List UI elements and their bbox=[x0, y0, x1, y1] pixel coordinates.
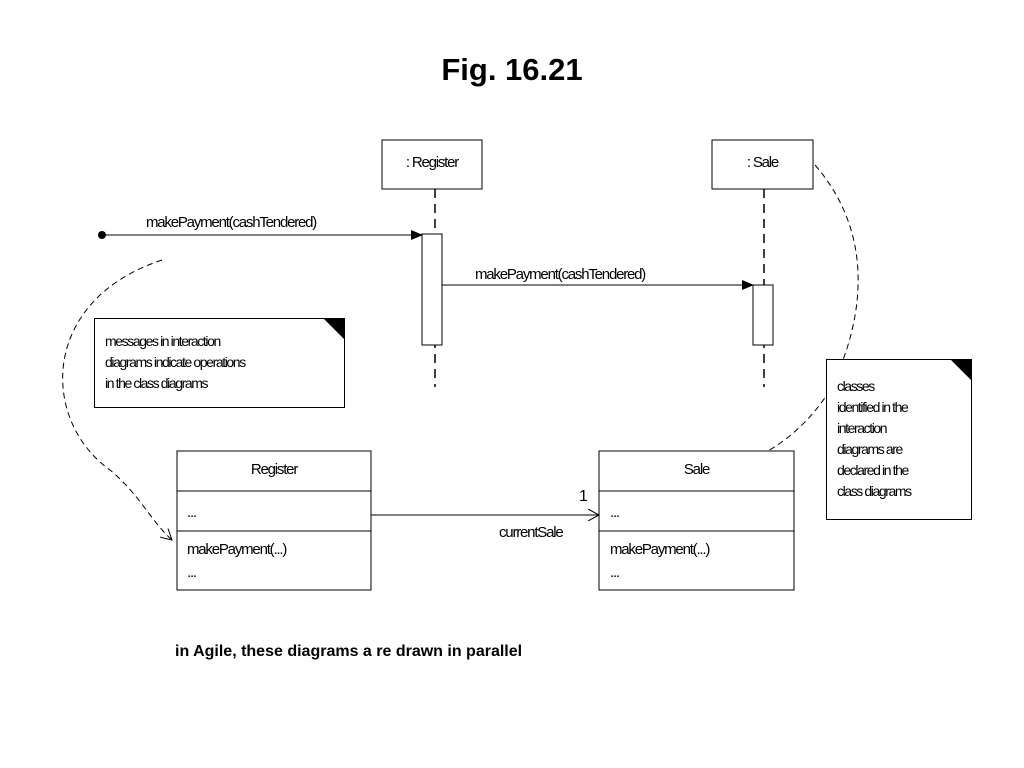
operations-note-line: diagrams indicate operations bbox=[105, 354, 246, 370]
classes-note-line: diagrams are bbox=[837, 441, 903, 457]
figure-title: Fig. 16.21 bbox=[441, 52, 583, 87]
register-lifeline-label: : Register bbox=[405, 154, 459, 171]
register-class-operation: makePayment(...) bbox=[187, 541, 287, 558]
message-label-2: makePayment(cashTendered) bbox=[475, 266, 646, 283]
operations-note-text: messages in interaction diagrams indicat… bbox=[105, 331, 246, 394]
sale-class-box bbox=[598, 450, 795, 591]
register-lifeline-head bbox=[381, 139, 483, 190]
association-role: currentSale bbox=[499, 524, 564, 541]
register-class-name: Register bbox=[250, 461, 298, 478]
classes-note-line: classes bbox=[837, 378, 875, 394]
message-label-1: makePayment(cashTendered) bbox=[146, 214, 317, 231]
sale-lifeline-head bbox=[711, 139, 814, 190]
classes-note-line: declared in the bbox=[837, 462, 909, 478]
register-class-attributes: ... bbox=[187, 504, 197, 521]
classes-note: classes identified in the interaction di… bbox=[826, 359, 972, 520]
register-class-box bbox=[176, 450, 372, 591]
caption: in Agile, these diagrams a re drawn in p… bbox=[175, 643, 523, 660]
note-fold-icon bbox=[323, 318, 345, 340]
sale-class-name: Sale bbox=[683, 461, 710, 478]
register-class-operation: ... bbox=[187, 564, 197, 581]
classes-note-line: interaction bbox=[837, 420, 888, 436]
classes-note-line: identified in the bbox=[837, 399, 909, 415]
operations-note-line: messages in interaction bbox=[105, 333, 221, 349]
sale-activation-bar bbox=[752, 284, 774, 346]
register-activation-bar bbox=[421, 233, 443, 346]
classes-note-line: class diagrams bbox=[837, 483, 912, 499]
sale-class-attributes: ... bbox=[610, 504, 620, 521]
classes-note-text: classes identified in the interaction di… bbox=[837, 376, 912, 502]
sale-class-operation: makePayment(...) bbox=[610, 541, 710, 558]
sale-lifeline-label: : Sale bbox=[746, 154, 779, 171]
operations-note: messages in interaction diagrams indicat… bbox=[94, 318, 345, 408]
note-fold-icon bbox=[950, 359, 972, 381]
operations-note-line: in the class diagrams bbox=[105, 375, 209, 391]
sale-class-operation: ... bbox=[610, 564, 620, 581]
association-multiplicity: 1 bbox=[579, 488, 588, 505]
